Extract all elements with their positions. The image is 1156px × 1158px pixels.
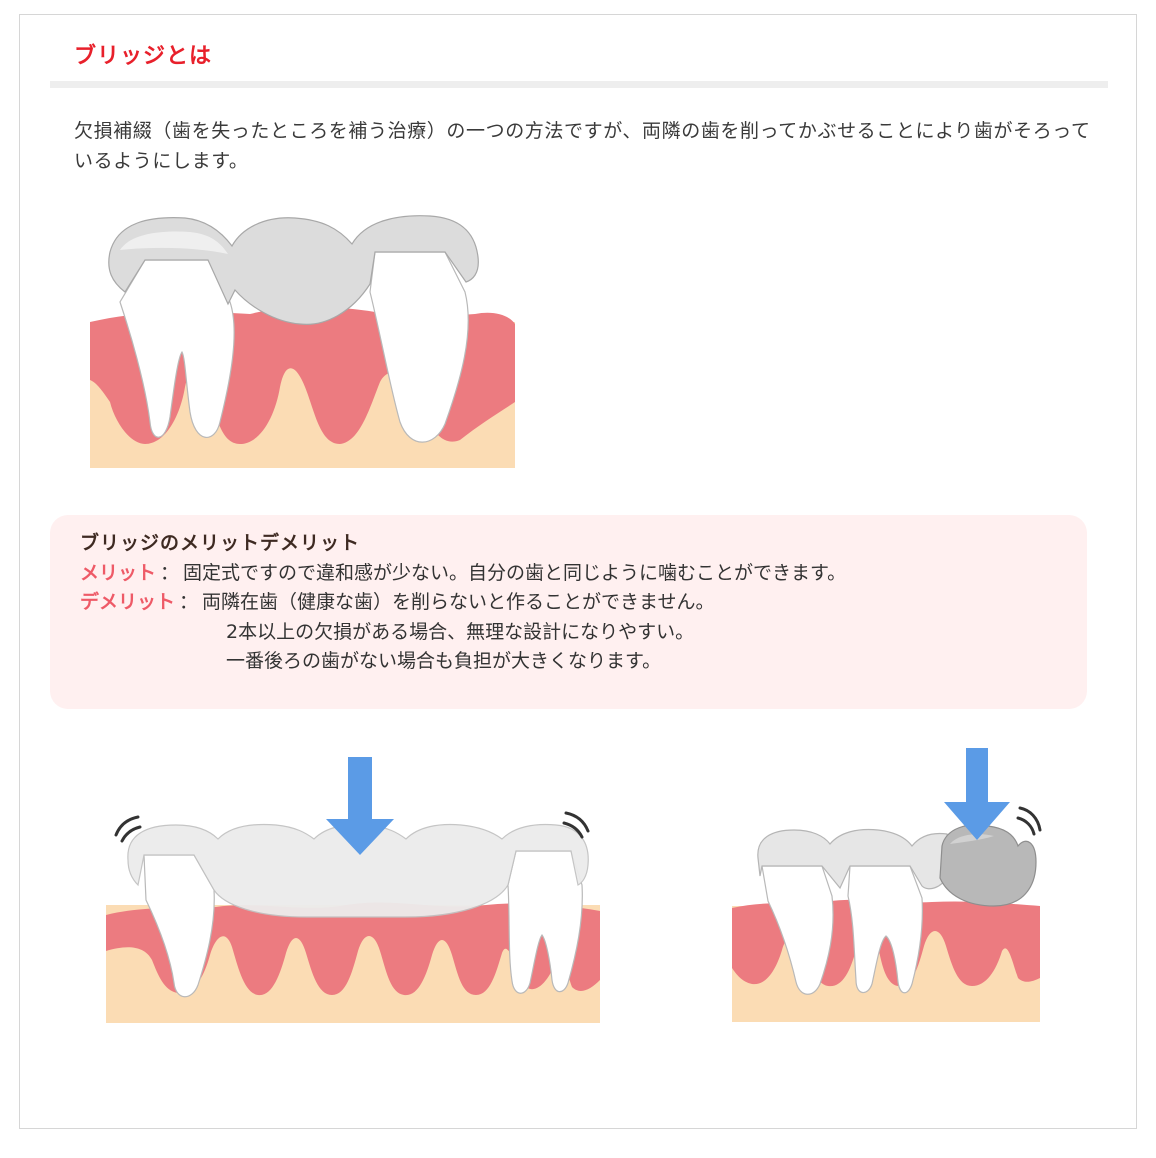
down-arrow-icon [944,748,1010,840]
demerit-label: デメリット [80,591,176,613]
left-abutment-tooth [119,259,235,439]
vibration-mark-icon [114,811,590,843]
bridge-crown [757,828,948,890]
abutment-tooth-2 [847,865,923,994]
intro-paragraph: 欠損補綴（歯を失ったところを補う治療）の一つの方法ですが、両隣の歯を削ってかぶせ… [74,120,1091,172]
left-abutment-tooth [143,854,215,998]
gum [106,902,600,996]
down-arrow-icon [326,757,394,855]
abutment-tooth-1 [761,865,834,995]
merit-text: 固定式ですので違和感が少ない。自分の歯と同じように噛むことができます。 [183,561,847,584]
demerit-separator: ： [179,591,199,613]
right-abutment-tooth [369,251,469,443]
section-heading: ブリッジとは [74,44,213,69]
long-bridge-illustration [106,757,600,1023]
merit-demerit-box: ブリッジのメリットデメリット メリット ： 固定式ですので違和感が少ない。自分の… [50,515,1087,709]
bridge-illustration [90,215,515,468]
merit-label: メリット [80,561,157,584]
merit-row: メリット ： 固定式ですので違和感が少ない。自分の歯と同じように噛むことができま… [80,559,1087,589]
vibration-mark-icon [1016,806,1042,836]
box-title: ブリッジのメリットデメリット [80,532,361,554]
heading-divider [50,81,1108,88]
demerit-line-2: 2本以上の欠損がある場合、無理な設計になりやすい。 [226,620,695,643]
merit-separator: ： [160,561,180,584]
bridge-crown [127,823,589,918]
demerit-row: デメリット ： 両隣在歯（健康な歯）を削らないと作ることができません。 [80,588,1087,618]
demerit-line-1: 両隣在歯（健康な歯）を削らないと作ることができません。 [202,591,715,613]
cantilever-bridge-illustration [732,748,1042,1022]
right-abutment-tooth [507,850,583,994]
demerit-line-3: 一番後ろの歯がない場合も負担が大きくなります。 [226,650,662,672]
